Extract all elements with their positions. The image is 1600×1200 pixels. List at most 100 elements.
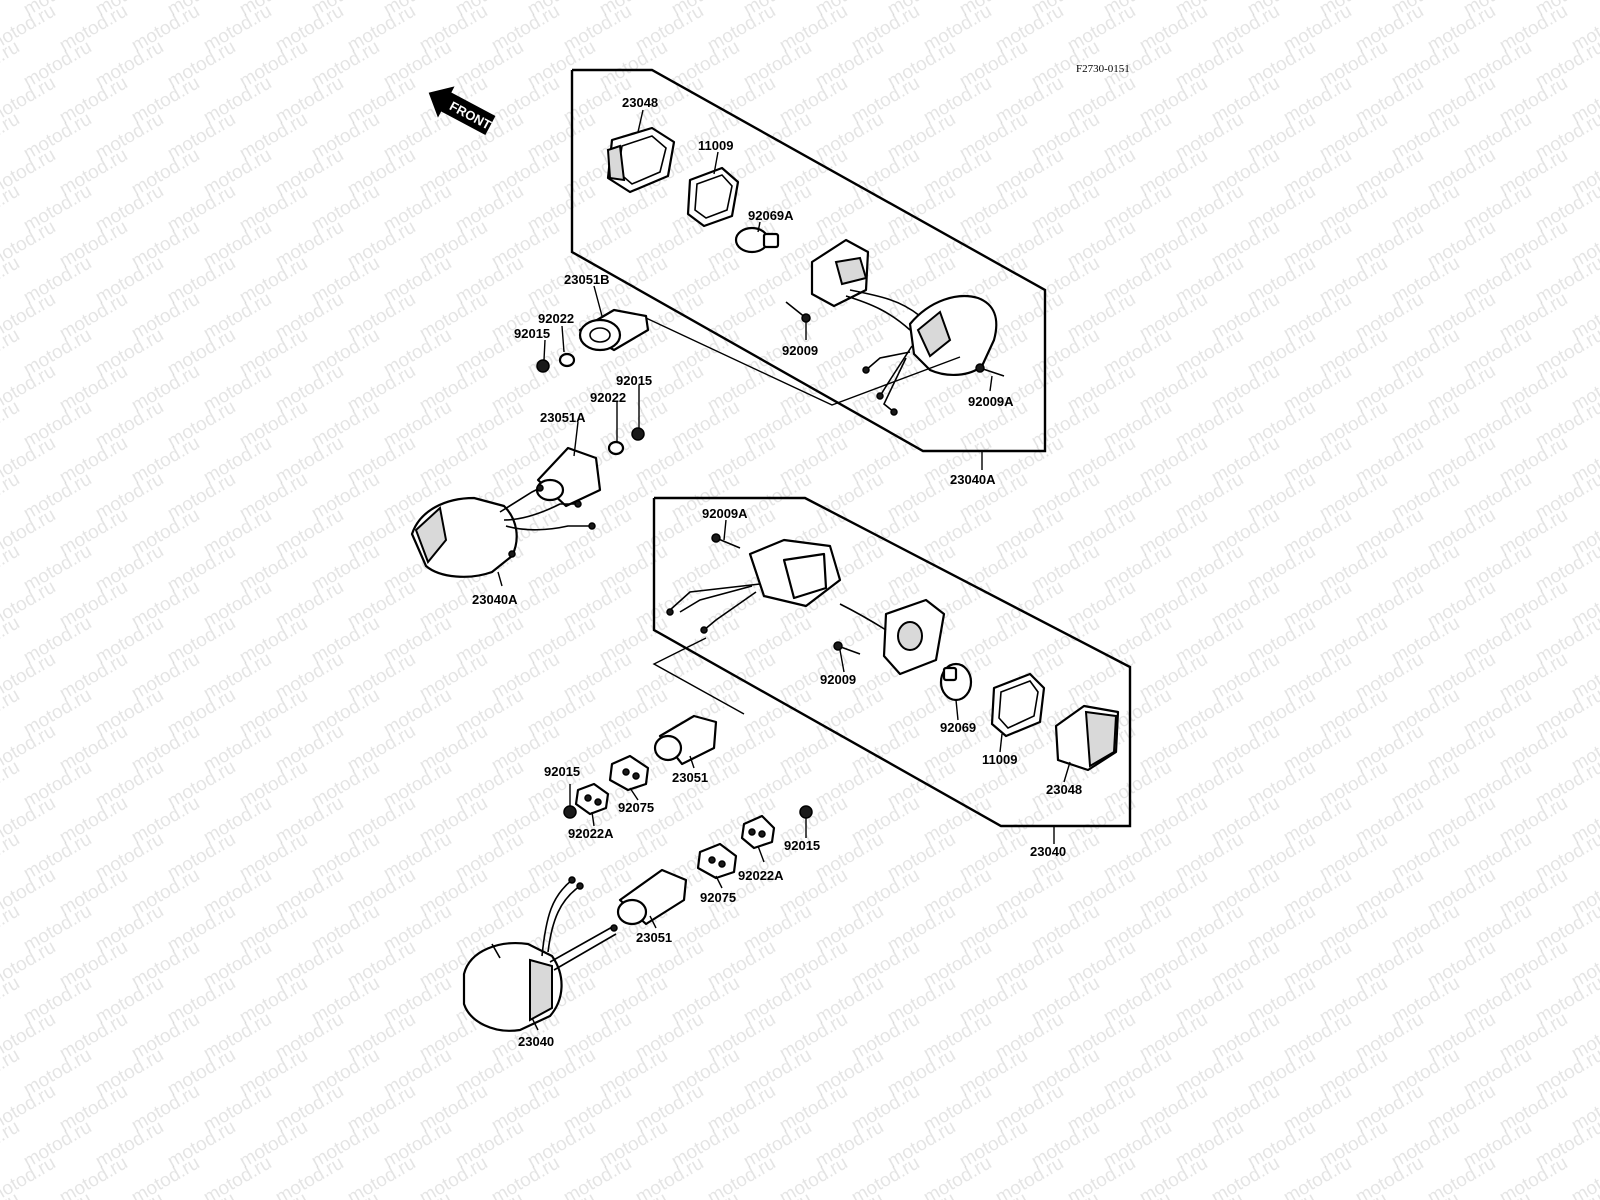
watermark-text: motod.ru — [0, 1117, 23, 1173]
watermark-text: motod.ru — [1136, 1153, 1211, 1200]
nut-92015-c — [563, 805, 577, 819]
bulb-92069A — [734, 226, 780, 254]
socket-housing-bottom — [839, 598, 946, 676]
grommet-23051-mid — [653, 714, 718, 766]
leader-lines — [497, 109, 1071, 1031]
assembly-frame-23040 — [652, 496, 1132, 828]
watermark-text: motod.ru — [0, 829, 23, 885]
nut-92015-d — [799, 805, 813, 819]
screw-92009A-bottom — [711, 533, 741, 549]
socket-housing-top — [810, 238, 921, 331]
watermark-text: motod.ru — [0, 1045, 23, 1101]
watermark-text: motod.ru — [0, 37, 23, 93]
watermark-text: motod.ru — [992, 1153, 1067, 1200]
lamp-body-23040A-right — [862, 294, 998, 416]
watermark-text: motod.ru — [776, 1153, 851, 1200]
watermark-text: motod.ru — [1424, 1153, 1499, 1200]
label-92022A-a: 92022A — [568, 826, 614, 841]
lamp-body-23040-right — [666, 538, 842, 634]
grommet-23051B — [578, 308, 650, 352]
screw-92009-bottom — [833, 641, 861, 655]
assembly-frame-23040A — [570, 68, 1047, 453]
label-92075-bottom: 92075 — [700, 890, 736, 905]
watermark-text: motod.ru — [200, 1153, 275, 1200]
watermark-text: motod.ru — [632, 1153, 707, 1200]
watermark-text: motod.ru — [1352, 1153, 1427, 1200]
washer-92022A-b — [740, 814, 776, 850]
watermark-text: motod.ru — [1208, 1153, 1283, 1200]
watermark-text: motod.ru — [920, 1153, 995, 1200]
washer-92022-a — [558, 352, 576, 368]
label-23051-bottom: 23051 — [636, 930, 672, 945]
label-23048-top: 23048 — [622, 95, 658, 110]
washer-92022A-a — [574, 782, 610, 816]
watermark-text: motod.ru — [0, 325, 23, 381]
part-labels: 23048 11009 92069A 23051B 92022 92015 92… — [472, 95, 1082, 1049]
watermark-text: motod.ru — [0, 397, 23, 453]
watermark-text: motod.ru — [0, 181, 23, 237]
bulb-92069 — [939, 662, 973, 702]
lens-23048-top — [606, 126, 676, 194]
label-92022A-b: 92022A — [738, 868, 784, 883]
watermark-text: motod.ru — [0, 253, 23, 309]
watermark-text: motod.ru — [0, 613, 23, 669]
label-23051-mid: 23051 — [672, 770, 708, 785]
label-23051A: 23051A — [540, 410, 586, 425]
label-11009-bottom: 11009 — [982, 752, 1017, 767]
grommet-92075-bottom — [696, 842, 738, 880]
label-23040-bottom: 23040 — [518, 1034, 554, 1049]
label-92015-c: 92015 — [544, 764, 580, 779]
label-23040-right: 23040 — [1030, 844, 1066, 859]
watermark-text: motod.ru — [128, 1153, 203, 1200]
label-23048-bottom: 23048 — [1046, 782, 1082, 797]
watermark-text: motod.ru — [1496, 1153, 1571, 1200]
gasket-11009-top — [686, 166, 740, 228]
watermark-text: motod.ru — [416, 1153, 491, 1200]
label-92015-a: 92015 — [514, 326, 550, 341]
watermark-text: motod.ru — [488, 1153, 563, 1200]
label-92022-a: 92022 — [538, 311, 574, 326]
label-92009A-top: 92009A — [968, 394, 1014, 409]
lamp-23040-bottom — [462, 876, 618, 1032]
screw-92009-top — [785, 301, 811, 323]
watermark-text: motod.ru — [560, 1153, 635, 1200]
label-92009A-bottom: 92009A — [702, 506, 748, 521]
grommet-23051A — [535, 446, 602, 508]
label-11009-top: 11009 — [698, 138, 733, 153]
gasket-11009-bottom — [990, 672, 1046, 738]
link-23051-mid — [652, 637, 745, 715]
label-92015-b: 92015 — [616, 373, 652, 388]
watermark-text: motod.ru — [0, 685, 23, 741]
label-92075-mid: 92075 — [618, 800, 654, 815]
label-92009-top: 92009 — [782, 343, 818, 358]
watermark-text: motod.ru — [0, 1189, 23, 1200]
label-23040A-left: 23040A — [472, 592, 518, 607]
document-code: F2730-0151 — [1076, 63, 1130, 75]
watermark-text: motod.ru — [704, 1153, 779, 1200]
watermark-text: motod.ru — [0, 109, 23, 165]
grommet-23051-bottom — [616, 868, 688, 926]
watermark-text: motod.ru — [1064, 1153, 1139, 1200]
nut-92015-a — [536, 359, 550, 373]
watermark-text: motod.ru — [56, 1153, 131, 1200]
label-23040A-right: 23040A — [950, 472, 996, 487]
label-92069A: 92069A — [748, 208, 794, 223]
label-92069: 92069 — [940, 720, 976, 735]
label-92015-d: 92015 — [784, 838, 820, 853]
nut-92015-b — [631, 427, 645, 441]
label-92009-bottom: 92009 — [820, 672, 856, 687]
screw-92009A-top — [975, 363, 1005, 377]
watermark-text: motod.ru — [1280, 1153, 1355, 1200]
lens-23048-bottom — [1054, 704, 1120, 772]
watermark-text: motod.ru — [0, 901, 23, 957]
watermark-text: motod.ru — [0, 469, 23, 525]
watermark-text: motod.ru — [272, 1153, 347, 1200]
lamp-23040A-left — [410, 484, 596, 578]
washer-92022-b — [607, 440, 625, 456]
watermark-text: motod.ru — [0, 541, 23, 597]
link-23051B — [645, 317, 961, 406]
grommet-92075-mid — [608, 754, 650, 792]
watermark-text: motod.ru — [0, 973, 23, 1029]
label-92022-b: 92022 — [590, 390, 626, 405]
